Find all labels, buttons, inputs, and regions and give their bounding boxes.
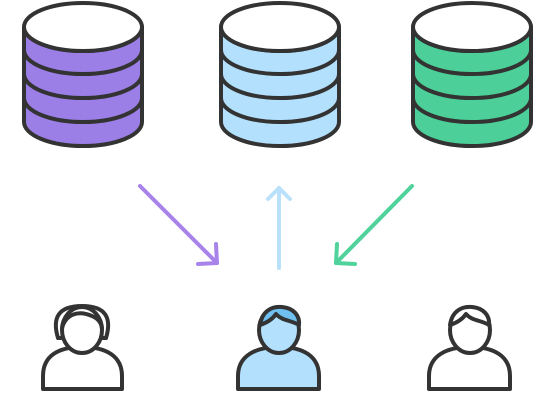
- database-top: [411, 1, 533, 53]
- database-ring: [413, 97, 531, 124]
- arrow-blue-up-icon: [266, 186, 292, 270]
- database-ring: [24, 49, 142, 76]
- user-hair: [258, 304, 302, 327]
- arrow-green-down-left-icon: [334, 184, 414, 266]
- database-green-icon: [411, 1, 533, 148]
- arrow-purple-down-right-icon: [138, 184, 219, 266]
- user-icon: [236, 304, 321, 391]
- database-ring: [413, 49, 531, 76]
- database-ring: [24, 73, 142, 100]
- user-male-icon: [427, 304, 512, 391]
- database-purple-icon: [22, 1, 144, 148]
- database-blue-icon: [219, 1, 341, 148]
- user-hair: [448, 304, 492, 327]
- user-female-icon: [41, 304, 124, 391]
- user-bangs: [60, 311, 104, 330]
- database-ring: [221, 49, 339, 76]
- database-top: [22, 1, 144, 53]
- database-ring: [221, 73, 339, 100]
- database-ring: [24, 97, 142, 124]
- database-ring: [221, 97, 339, 124]
- database-ring: [413, 73, 531, 100]
- database-top: [219, 1, 341, 53]
